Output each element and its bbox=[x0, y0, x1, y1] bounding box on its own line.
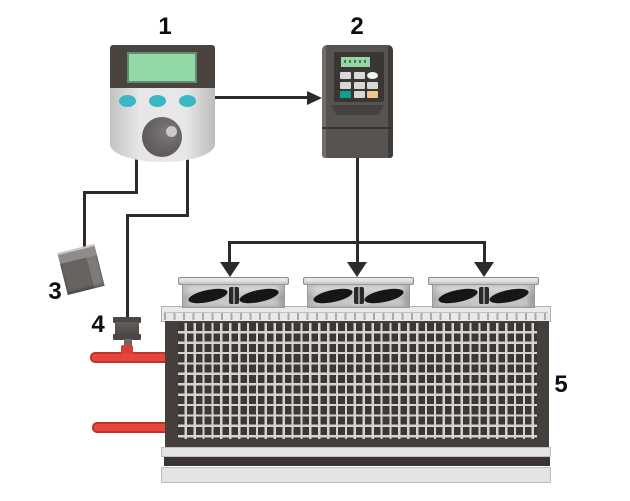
fan-3 bbox=[428, 277, 539, 308]
wire-controller-to-drive bbox=[213, 96, 309, 99]
fan-1-housing bbox=[182, 284, 285, 308]
drive-key-round bbox=[367, 72, 378, 79]
wire-controller-to-valve-h bbox=[126, 214, 189, 217]
drive-keypad-panel bbox=[334, 52, 384, 102]
callout-label-sensor: 3 bbox=[48, 278, 62, 305]
fan-1-blade-right bbox=[238, 285, 280, 307]
fan-3-hub bbox=[479, 287, 489, 304]
fan-2-hub bbox=[354, 287, 364, 304]
heat-exchanger-plenum bbox=[161, 306, 551, 322]
drive-display-segments bbox=[344, 60, 367, 63]
drive-key-run bbox=[340, 91, 351, 98]
valve-top-flange bbox=[113, 317, 141, 323]
fan-3-housing bbox=[432, 284, 535, 308]
fan-1-hub bbox=[229, 287, 239, 304]
wire-drive-down bbox=[356, 155, 359, 244]
controller-header bbox=[110, 45, 215, 88]
callout-label-drive: 2 bbox=[350, 13, 364, 40]
fan-2 bbox=[303, 277, 414, 308]
wire-fan3-drop bbox=[483, 241, 486, 264]
wire-fan2-drop bbox=[356, 241, 359, 264]
wire-controller-to-valve-v2 bbox=[126, 214, 129, 319]
drive-key bbox=[353, 81, 365, 89]
callout-label-heat-exchanger: 5 bbox=[554, 371, 568, 398]
heat-exchanger-base-dark-band bbox=[164, 457, 550, 466]
drive-lower-flap bbox=[331, 105, 384, 115]
heat-exchanger-coil bbox=[165, 321, 549, 447]
wire-fan1-drop bbox=[228, 241, 231, 264]
callout-label-valve: 4 bbox=[91, 311, 105, 338]
controller-button-1 bbox=[119, 95, 136, 107]
pipe-lower bbox=[92, 422, 170, 433]
wire-controller-to-sensor-h bbox=[83, 191, 138, 194]
drive-display bbox=[341, 57, 370, 67]
coil-fin-grid bbox=[178, 323, 537, 439]
fan-2-housing bbox=[307, 284, 410, 308]
controller-button-2 bbox=[149, 95, 166, 107]
plenum-fins bbox=[164, 312, 548, 320]
valve-stem bbox=[124, 339, 132, 347]
arrowhead-fan2-icon bbox=[347, 262, 367, 277]
controller-button-3 bbox=[179, 95, 196, 107]
fan-3-blade-right bbox=[488, 285, 530, 307]
drive-keypad bbox=[340, 72, 378, 98]
heat-exchanger-base-rail-bottom bbox=[161, 467, 551, 483]
drive-seam bbox=[322, 127, 393, 129]
controller-unit bbox=[110, 45, 215, 162]
arrowhead-fan1-icon bbox=[220, 262, 240, 277]
frequency-drive-unit bbox=[322, 45, 393, 158]
arrowhead-to-drive-icon bbox=[307, 90, 322, 105]
fan-1 bbox=[178, 277, 289, 308]
valve-body bbox=[115, 322, 139, 335]
wire-controller-to-sensor-v1 bbox=[135, 150, 138, 194]
fan-2-blade-right bbox=[363, 285, 405, 307]
controller-lcd-screen bbox=[127, 52, 197, 83]
valve-pipe-stub bbox=[121, 345, 133, 354]
drive-key-stop bbox=[367, 91, 378, 98]
drive-key bbox=[353, 72, 365, 79]
drive-key bbox=[340, 81, 351, 89]
controller-knob bbox=[142, 117, 182, 157]
heat-exchanger-base-rail-top bbox=[161, 447, 551, 457]
drive-key bbox=[340, 72, 351, 79]
drive-key bbox=[353, 91, 365, 98]
wire-controller-to-sensor-v2 bbox=[83, 191, 86, 251]
controller-body bbox=[110, 88, 215, 162]
valve-bottom-flange bbox=[113, 334, 141, 340]
knob-indicator-dot bbox=[166, 126, 177, 137]
callout-label-controller: 1 bbox=[158, 13, 172, 40]
wire-controller-to-valve-v1 bbox=[186, 150, 189, 217]
arrowhead-fan3-icon bbox=[474, 262, 494, 277]
drive-key bbox=[367, 81, 378, 89]
